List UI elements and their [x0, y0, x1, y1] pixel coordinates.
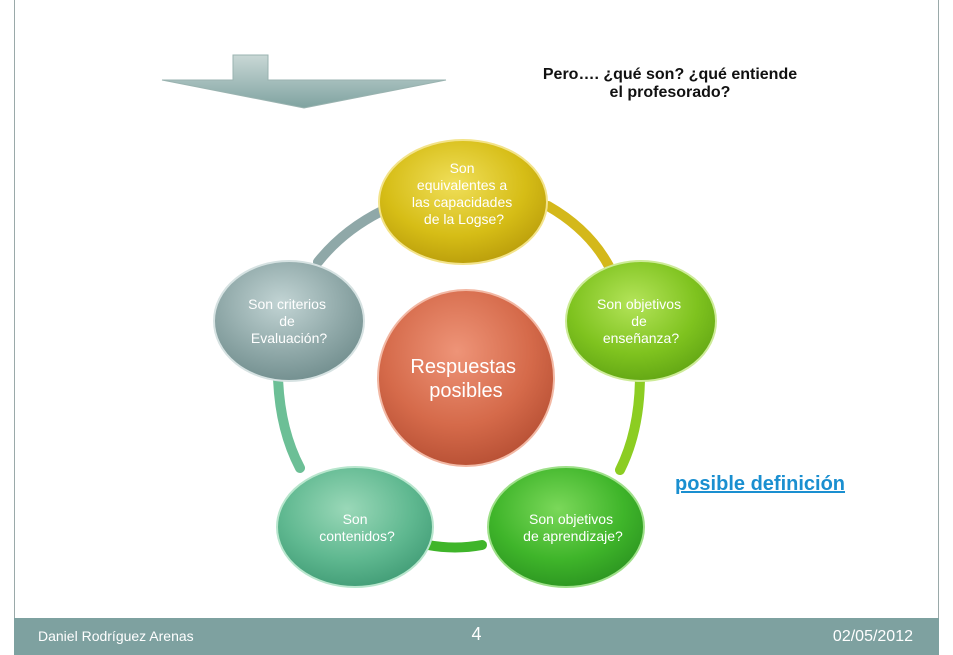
ring-segment-teal-gray: [273, 373, 305, 473]
slide-frame: [14, 0, 939, 618]
footer-author: Daniel Rodríguez Arenas: [38, 628, 194, 644]
node-evaluacion-line-2: de: [279, 313, 295, 329]
node-objetivos-ensenanza: Son objetivos de enseñanza?: [565, 260, 717, 382]
node-contenidos-line-2: contenidos?: [319, 528, 395, 544]
node-ensenanza-line-3: enseñanza?: [603, 330, 680, 346]
ring-segment-green-teal: [423, 540, 487, 553]
ring-segment-yellow-lime: [543, 201, 615, 273]
node-ensenanza-line-2: de: [631, 313, 647, 329]
posible-definicion-link[interactable]: posible definición: [675, 473, 846, 495]
ring-segment-gray-yellow: [313, 203, 393, 267]
node-contenidos: Son contenidos?: [276, 466, 434, 588]
question-line-2: el profesorado?: [609, 84, 731, 101]
node-aprendizaje-line-2: de aprendizaje?: [523, 528, 623, 544]
node-contenidos-line-1: Son: [343, 511, 368, 527]
footer-date: 02/05/2012: [832, 628, 913, 645]
node-capacidades: Son equivalentes a las capacidades de la…: [378, 139, 548, 265]
footer-bar: Daniel Rodríguez Arenas 4 02/05/2012: [14, 618, 939, 655]
node-evaluacion-line-1: Son criterios: [248, 296, 326, 312]
node-evaluacion-line-3: Evaluación?: [251, 330, 327, 346]
node-aprendizaje-line-1: Son objetivos: [529, 511, 613, 527]
node-capacidades-line-2: equivalentes a: [417, 177, 508, 193]
center-line-2: posibles: [429, 380, 502, 402]
node-capacidades-line-4: de la Logse?: [424, 211, 504, 227]
ring-segment-lime-green: [615, 370, 645, 475]
svg-text:Son criterios de E: Son criterios de Evaluación?: [248, 296, 330, 346]
center-node: Respuestas posibles: [377, 289, 555, 467]
node-criterios-evaluacion: Son criterios de Evaluación?: [213, 260, 365, 382]
question-heading: Pero…. ¿qué son? ¿qué entiende el profes…: [480, 66, 860, 102]
cycle-ring: [273, 201, 645, 553]
page-number: 4: [471, 624, 482, 644]
node-capacidades-line-3: las capacidades: [412, 194, 512, 210]
svg-text:Son objetivos de e: Son objetivos de enseñanza?: [597, 296, 685, 346]
svg-text:Son contenidos?: Son contenidos?: [319, 511, 395, 544]
svg-text:Son equivalentes a: Son equivalentes a las capacidades de la…: [412, 160, 516, 227]
svg-text:Son objetivos de aprendi: Son objetivos de aprendizaje?: [523, 511, 623, 544]
node-ensenanza-line-1: Son objetivos: [597, 296, 681, 312]
center-line-1: Respuestas: [410, 356, 516, 378]
node-capacidades-line-1: Son: [450, 160, 475, 176]
node-objetivos-aprendizaje: Son objetivos de aprendizaje?: [487, 466, 645, 588]
svg-text:Respuestas posibles: Respuestas posibles: [410, 356, 521, 402]
down-arrow-icon: [161, 54, 447, 109]
question-line-1: Pero…. ¿qué son? ¿qué entiende: [542, 66, 798, 83]
